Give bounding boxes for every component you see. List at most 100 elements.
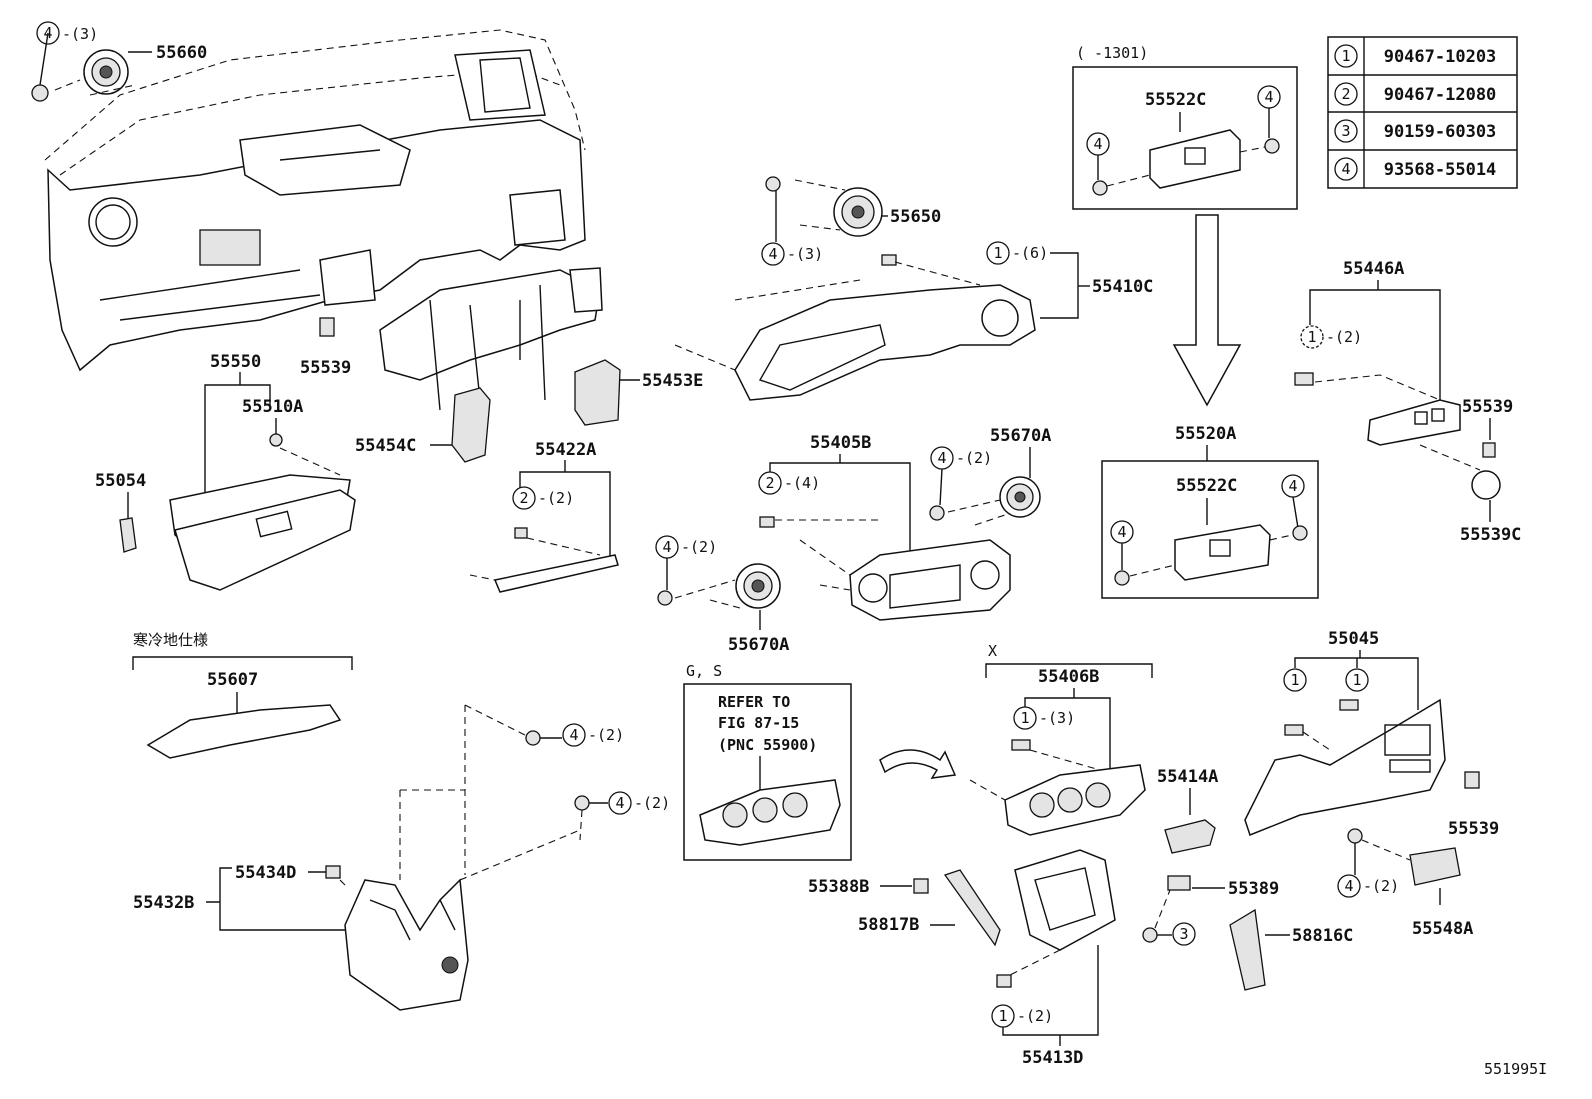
legend-num-2: 2 bbox=[1341, 85, 1350, 103]
part-55389: 55389 3 bbox=[1142, 875, 1279, 946]
qty-55650: -(3) bbox=[787, 245, 823, 263]
label-55454C: 55454C bbox=[355, 436, 416, 456]
cold-spec-label: 寒冷地仕様 bbox=[133, 631, 208, 649]
label-58817B: 58817B bbox=[858, 915, 919, 935]
label-55045: 55045 bbox=[1328, 629, 1379, 649]
callout-1-55410C bbox=[986, 241, 1010, 265]
label-55550: 55550 bbox=[210, 352, 261, 372]
qty-55422A: -(2) bbox=[538, 489, 574, 507]
svg-text:1: 1 bbox=[1352, 671, 1361, 689]
part-55454C: 55454C bbox=[355, 387, 491, 463]
legend-part-4: 93568-55014 bbox=[1384, 160, 1497, 180]
callout-2-55405B bbox=[758, 471, 782, 495]
part-55045: 55045 1 1 bbox=[1244, 629, 1446, 836]
svg-text:1: 1 bbox=[1290, 671, 1299, 689]
label-55522C-mid: 55522C bbox=[1176, 476, 1237, 496]
svg-text:4: 4 bbox=[1344, 877, 1353, 895]
svg-text:1: 1 bbox=[998, 1007, 1007, 1025]
svg-text:2: 2 bbox=[519, 489, 528, 507]
label-55520A: 55520A bbox=[1175, 424, 1236, 444]
label-55054: 55054 bbox=[95, 471, 146, 491]
down-arrow bbox=[1172, 214, 1242, 407]
panel-55410C: 1 -(6) 55410C bbox=[674, 241, 1153, 401]
refer-line-1: REFER TO bbox=[718, 693, 790, 711]
label-55434D: 55434D bbox=[235, 863, 296, 883]
curved-arrow bbox=[879, 749, 957, 779]
callout-1-55446A bbox=[1300, 325, 1324, 349]
callout-3-55389 bbox=[1172, 922, 1196, 946]
svg-text:1: 1 bbox=[1020, 709, 1029, 727]
svg-text:4: 4 bbox=[569, 726, 578, 744]
reinforcement-drawing bbox=[379, 267, 603, 411]
label-55670A-bottom: 55670A bbox=[728, 635, 789, 655]
qty-fastener-b: -(2) bbox=[634, 794, 670, 812]
callout-4-55548A bbox=[1337, 874, 1361, 898]
glove-box-55550: 55550 55510A bbox=[169, 352, 356, 591]
qty-55670A-top: -(2) bbox=[956, 449, 992, 467]
callout-4-fastener-a bbox=[562, 723, 586, 747]
legend-table: 1 90467-10203 2 90467-12080 3 90159-6030… bbox=[1327, 36, 1518, 189]
clip-55539-right: 55539 bbox=[1448, 771, 1499, 839]
svg-text:1: 1 bbox=[1307, 328, 1316, 346]
assy-55520A: 55520A 55522C 4 4 bbox=[1101, 424, 1319, 599]
qty-55410C: -(6) bbox=[1012, 244, 1048, 262]
part-55548A: 4 -(2) 55548A bbox=[1337, 828, 1473, 939]
svg-text:2: 2 bbox=[765, 474, 774, 492]
instrument-panel-drawing bbox=[44, 29, 586, 372]
label-55453E: 55453E bbox=[642, 371, 703, 391]
qty-55413D: -(2) bbox=[1017, 1007, 1053, 1025]
label-55670A-top: 55670A bbox=[990, 426, 1051, 446]
gs-label: G, S bbox=[686, 662, 722, 680]
svg-text:4: 4 bbox=[1264, 88, 1273, 106]
label-55446A: 55446A bbox=[1343, 259, 1404, 279]
qty-55660: -(3) bbox=[62, 25, 98, 43]
gs-refer-box: G, S REFER TO FIG 87-15 (PNC 55900) bbox=[683, 662, 852, 861]
svg-text:4: 4 bbox=[1093, 135, 1102, 153]
qty-55670A-bottom: -(2) bbox=[681, 538, 717, 556]
callout-1-55406B bbox=[1013, 706, 1037, 730]
callout-1-55045-left bbox=[1283, 668, 1307, 692]
label-55406B: 55406B bbox=[1038, 667, 1099, 687]
label-55422A: 55422A bbox=[535, 440, 596, 460]
refer-line-3: (PNC 55900) bbox=[718, 736, 817, 754]
label-55410C: 55410C bbox=[1092, 277, 1153, 297]
legend-num-1: 1 bbox=[1341, 47, 1350, 65]
heater-control-55406B: X 55406B 1 -(3) bbox=[969, 642, 1153, 836]
label-55413D: 55413D bbox=[1022, 1048, 1083, 1068]
qty-55405B: -(4) bbox=[784, 474, 820, 492]
label-58816C: 58816C bbox=[1292, 926, 1353, 946]
part-55446A: 55446A 1 -(2) 55539 55539C bbox=[1294, 259, 1521, 545]
legend-part-1: 90467-10203 bbox=[1384, 47, 1497, 67]
part-58816C: 58816C bbox=[1229, 908, 1353, 991]
vent-55670A-bottom: 4 -(2) 55670A bbox=[655, 535, 789, 655]
label-55548A: 55548A bbox=[1412, 919, 1473, 939]
svg-text:3: 3 bbox=[1179, 925, 1188, 943]
refer-line-2: FIG 87-15 bbox=[718, 714, 799, 732]
legend-num-3: 3 bbox=[1341, 122, 1350, 140]
box-1301: ( -1301) 55522C 4 4 bbox=[1072, 44, 1298, 210]
callout-4-fastener-b bbox=[608, 791, 632, 815]
vent-55670A-top: 55670A 4 -(2) bbox=[929, 426, 1051, 526]
label-55405B: 55405B bbox=[810, 433, 871, 453]
label-55650: 55650 bbox=[890, 207, 941, 227]
qty-fastener-a: -(2) bbox=[588, 726, 624, 744]
label-55388B: 55388B bbox=[808, 877, 869, 897]
x-label: X bbox=[988, 642, 997, 660]
part-55422A: 55422A 2 -(2) bbox=[469, 440, 619, 593]
legend-part-3: 90159-60303 bbox=[1384, 122, 1497, 142]
part-55388B-58817B: 55388B 58817B bbox=[808, 869, 1001, 947]
label-55539-a: 55539 bbox=[300, 358, 351, 378]
label-55539-b: 55539 bbox=[1462, 397, 1513, 417]
label-55432B: 55432B bbox=[133, 893, 194, 913]
callout-2-55422A bbox=[512, 486, 536, 510]
qty-55548A: -(2) bbox=[1363, 877, 1399, 895]
label-55607: 55607 bbox=[207, 670, 258, 690]
part-55054: 55054 bbox=[95, 471, 146, 553]
label-55522C-top: 55522C bbox=[1145, 90, 1206, 110]
svg-text:4: 4 bbox=[937, 449, 946, 467]
svg-text:4: 4 bbox=[768, 245, 777, 263]
svg-text:4: 4 bbox=[662, 538, 671, 556]
part-55414A: 55414A bbox=[1157, 767, 1218, 854]
legend-part-2: 90467-12080 bbox=[1384, 85, 1497, 105]
